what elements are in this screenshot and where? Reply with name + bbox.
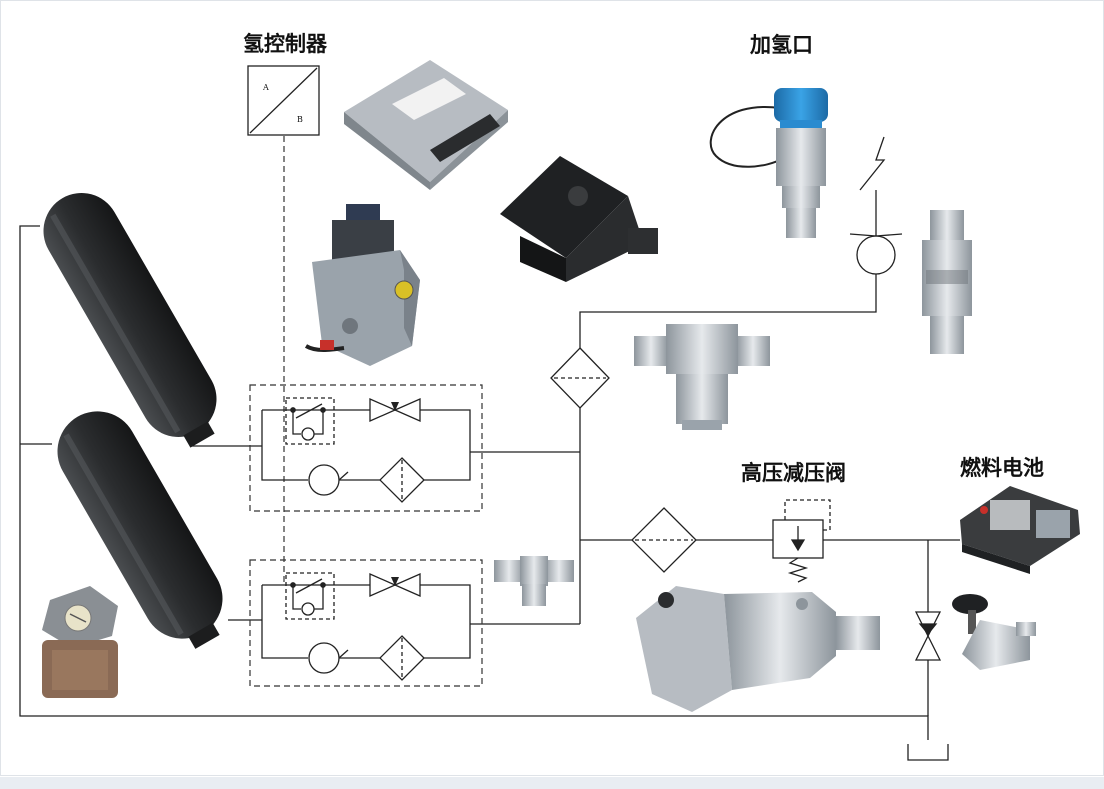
pressure-regulator-photo bbox=[636, 586, 880, 712]
tee-filter-photo bbox=[634, 324, 770, 430]
drain-valve bbox=[907, 611, 949, 761]
footer-strip bbox=[0, 777, 1104, 789]
fuel-cell-label: 燃料电池 bbox=[960, 456, 1044, 480]
controller-port-b: B bbox=[297, 115, 303, 124]
controller-label: 氢控制器 bbox=[243, 32, 327, 56]
refuel-line bbox=[579, 274, 877, 348]
refuel-receptacle-photo bbox=[709, 88, 828, 238]
manual-valve-photo bbox=[952, 594, 1036, 670]
return-line bbox=[19, 225, 929, 740]
tee-fitting-photo bbox=[494, 556, 574, 606]
pressure-reducer-symbol bbox=[772, 499, 831, 583]
valve-block-1 bbox=[249, 384, 483, 512]
piping bbox=[19, 190, 960, 740]
controller-symbol: A B bbox=[247, 65, 320, 136]
supply-filter bbox=[631, 507, 697, 573]
valve-block-2 bbox=[249, 559, 483, 687]
inline-filter-photo bbox=[922, 210, 972, 354]
black-sensor-photo bbox=[500, 156, 658, 282]
hydrogen-tank-2 bbox=[57, 411, 223, 649]
refuel-check-valve bbox=[849, 136, 903, 275]
hydrogen-tank-1 bbox=[43, 192, 217, 448]
tank-pressure-sensor bbox=[42, 586, 118, 698]
fuel-cell-photo bbox=[960, 486, 1080, 574]
trunk-filter bbox=[550, 347, 610, 409]
pressure-reducer-label: 高压减压阀 bbox=[741, 461, 846, 485]
tank-valve-photo bbox=[304, 204, 420, 366]
controller-ecu-photo bbox=[344, 60, 508, 190]
refuel-port-label: 加氢口 bbox=[750, 33, 813, 57]
controller-port-a: A bbox=[262, 83, 269, 92]
